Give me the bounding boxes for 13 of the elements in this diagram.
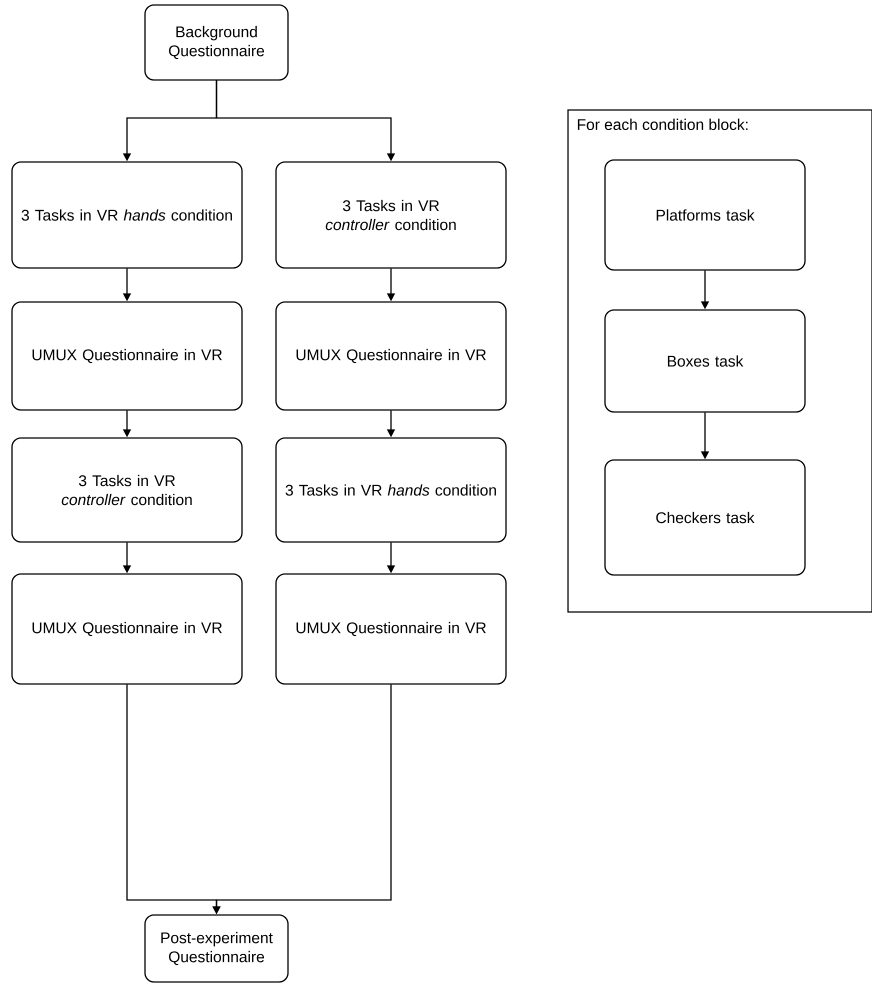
step-box: 3 Tasks in VR hands condition [275, 437, 507, 543]
step-box: 3 Tasks in VR hands condition [11, 161, 243, 269]
step-box: UMUX Questionnaire in VR [11, 573, 243, 685]
step-box: UMUX Questionnaire in VR [275, 573, 507, 685]
step-box: Boxes task [604, 309, 806, 413]
step-box: Platforms task [604, 159, 806, 271]
step-box: Checkers task [604, 459, 806, 576]
step-box: 3 Tasks in VR controller condition [11, 437, 243, 543]
step-box: Background Questionnaire [144, 4, 289, 81]
step-box: UMUX Questionnaire in VR [11, 301, 243, 411]
step-box: 3 Tasks in VR controller condition [275, 161, 507, 269]
step-box: UMUX Questionnaire in VR [275, 301, 507, 411]
step-box: Post-experiment Questionnaire [144, 914, 289, 983]
